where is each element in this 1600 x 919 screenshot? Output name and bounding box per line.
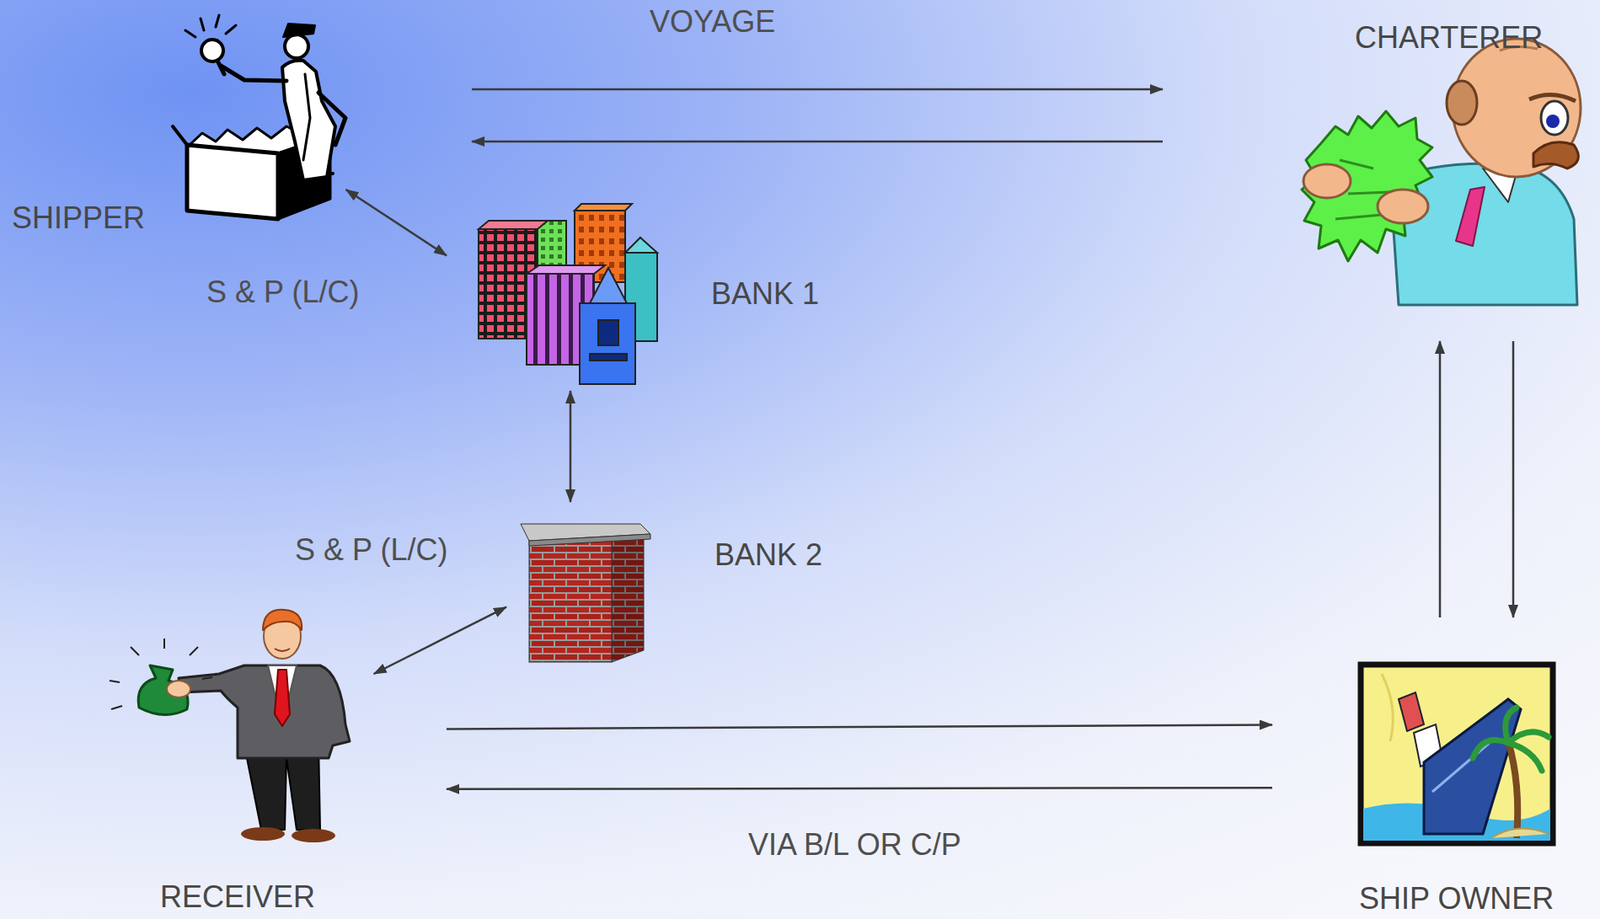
flow-arrow [446,787,1273,790]
actor-node: BANK 2 [506,502,659,667]
actor-node: SHIPPER [168,8,472,190]
bank-buildings [478,203,658,385]
flow-arrow [446,724,1273,729]
actor-label: SHIP OWNER [1359,881,1554,916]
receiver-figure [109,610,350,843]
shipper-figure [172,15,346,220]
actor-label: SHIPPER [11,200,145,236]
flow-arrow [471,88,1163,91]
edge-label: S & P (L/C) [206,274,359,310]
actor-node: BANK 1 [446,202,666,391]
actor-node: SHIP OWNER [1272,617,1589,862]
flow-arrow [374,607,507,675]
flow-arrow [569,390,573,503]
ship-picture [1360,664,1553,844]
brick-wall [520,524,651,663]
actor-node: CHARTERER [1162,50,1589,342]
edge-label: VIA B/L OR C/P [748,827,962,862]
actor-label: BANK 2 [714,537,823,573]
charterer-figure [1301,38,1581,306]
edge-label: S & P (L/C) [294,532,448,568]
actor-node: RECEIVER [101,674,447,843]
flow-arrow [346,189,447,256]
edge-label: VOYAGE [649,4,776,39]
actor-label: BANK 1 [711,276,819,311]
actor-label: RECEIVER [160,879,316,915]
actor-label: CHARTERER [1354,20,1543,55]
flow-arrow [471,140,1163,144]
flow-arrow [1512,341,1515,618]
flow-arrow [1439,341,1442,618]
